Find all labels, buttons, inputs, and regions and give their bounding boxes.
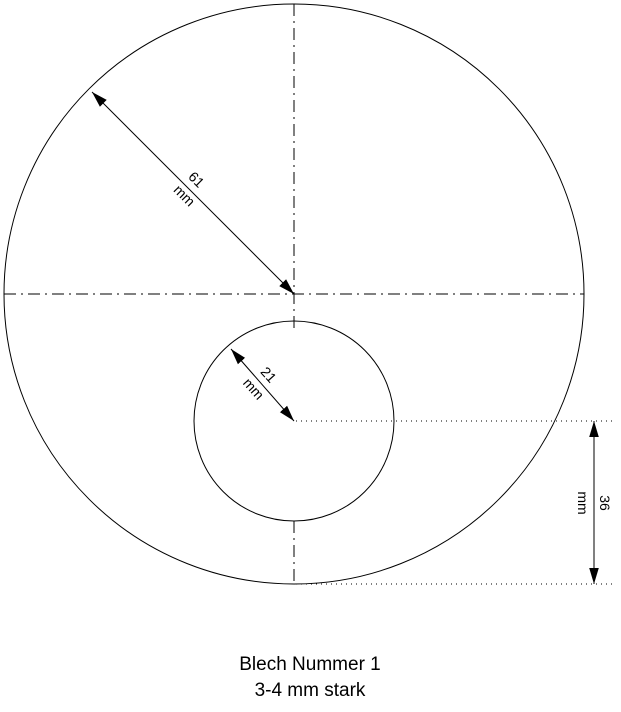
caption-title: Blech Nummer 1 (239, 654, 381, 675)
inner-radius-dimension-arrow (230, 348, 295, 422)
offset-value: 36 (597, 495, 613, 511)
caption-thickness: 3-4 mm stark (255, 680, 366, 701)
outer-radius-dimension-arrow (91, 91, 295, 295)
offset-unit: mm (575, 491, 591, 514)
